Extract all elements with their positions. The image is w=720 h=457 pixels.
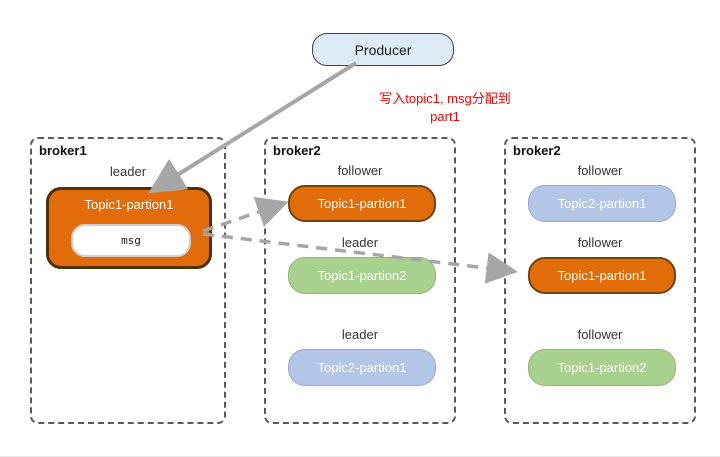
partition-node-topic2-partion1-leader: Topic2-partion1 <box>288 349 436 386</box>
broker2-box: broker2 follower Topic1-partion1 leader … <box>264 137 456 424</box>
partition-label: Topic1-partion2 <box>557 360 647 375</box>
role-label: leader <box>109 164 147 179</box>
role-label: leader <box>341 235 379 250</box>
role-label: follower <box>337 163 383 178</box>
partition-label: Topic2-partion1 <box>557 196 647 211</box>
annotation-line2: part1 <box>430 109 460 124</box>
producer-node: Producer <box>312 33 454 66</box>
partition-label: Topic1-partion1 <box>557 268 647 283</box>
broker2-right-box: broker2 follower Topic2-partion1 followe… <box>504 137 696 424</box>
role-label: follower <box>577 235 623 250</box>
partition-node-topic1-partion1-follower: Topic1-partion1 <box>288 185 436 222</box>
partition-node-topic1-partion2-follower: Topic1-partion2 <box>528 349 676 386</box>
broker2-right-name: broker2 <box>513 143 561 158</box>
role-label: leader <box>341 327 379 342</box>
role-label: follower <box>577 163 623 178</box>
msg-node: msg <box>71 224 191 257</box>
partition-label: Topic1-partion1 <box>84 197 174 212</box>
partition-label: Topic2-partion1 <box>317 360 407 375</box>
partition-node-topic1-partion1-follower-right: Topic1-partion1 <box>528 257 676 294</box>
broker1-box: broker1 leader Topic1-partion1 msg <box>30 137 226 424</box>
broker2-name: broker2 <box>273 143 321 158</box>
role-label: follower <box>577 327 623 342</box>
partition-label: Topic1-partion2 <box>317 268 407 283</box>
partition-node-topic1-partion1-leader: Topic1-partion1 msg <box>46 187 212 269</box>
producer-label: Producer <box>354 41 412 58</box>
annotation-line1: 写入topic1, msg分配到 <box>379 91 511 106</box>
annotation-text: 写入topic1, msg分配到 part1 <box>335 90 555 126</box>
partition-node-topic1-partion2-leader: Topic1-partion2 <box>288 257 436 294</box>
partition-label: Topic1-partion1 <box>317 196 407 211</box>
broker1-name: broker1 <box>39 143 87 158</box>
partition-node-topic2-partion1-follower: Topic2-partion1 <box>528 185 676 222</box>
